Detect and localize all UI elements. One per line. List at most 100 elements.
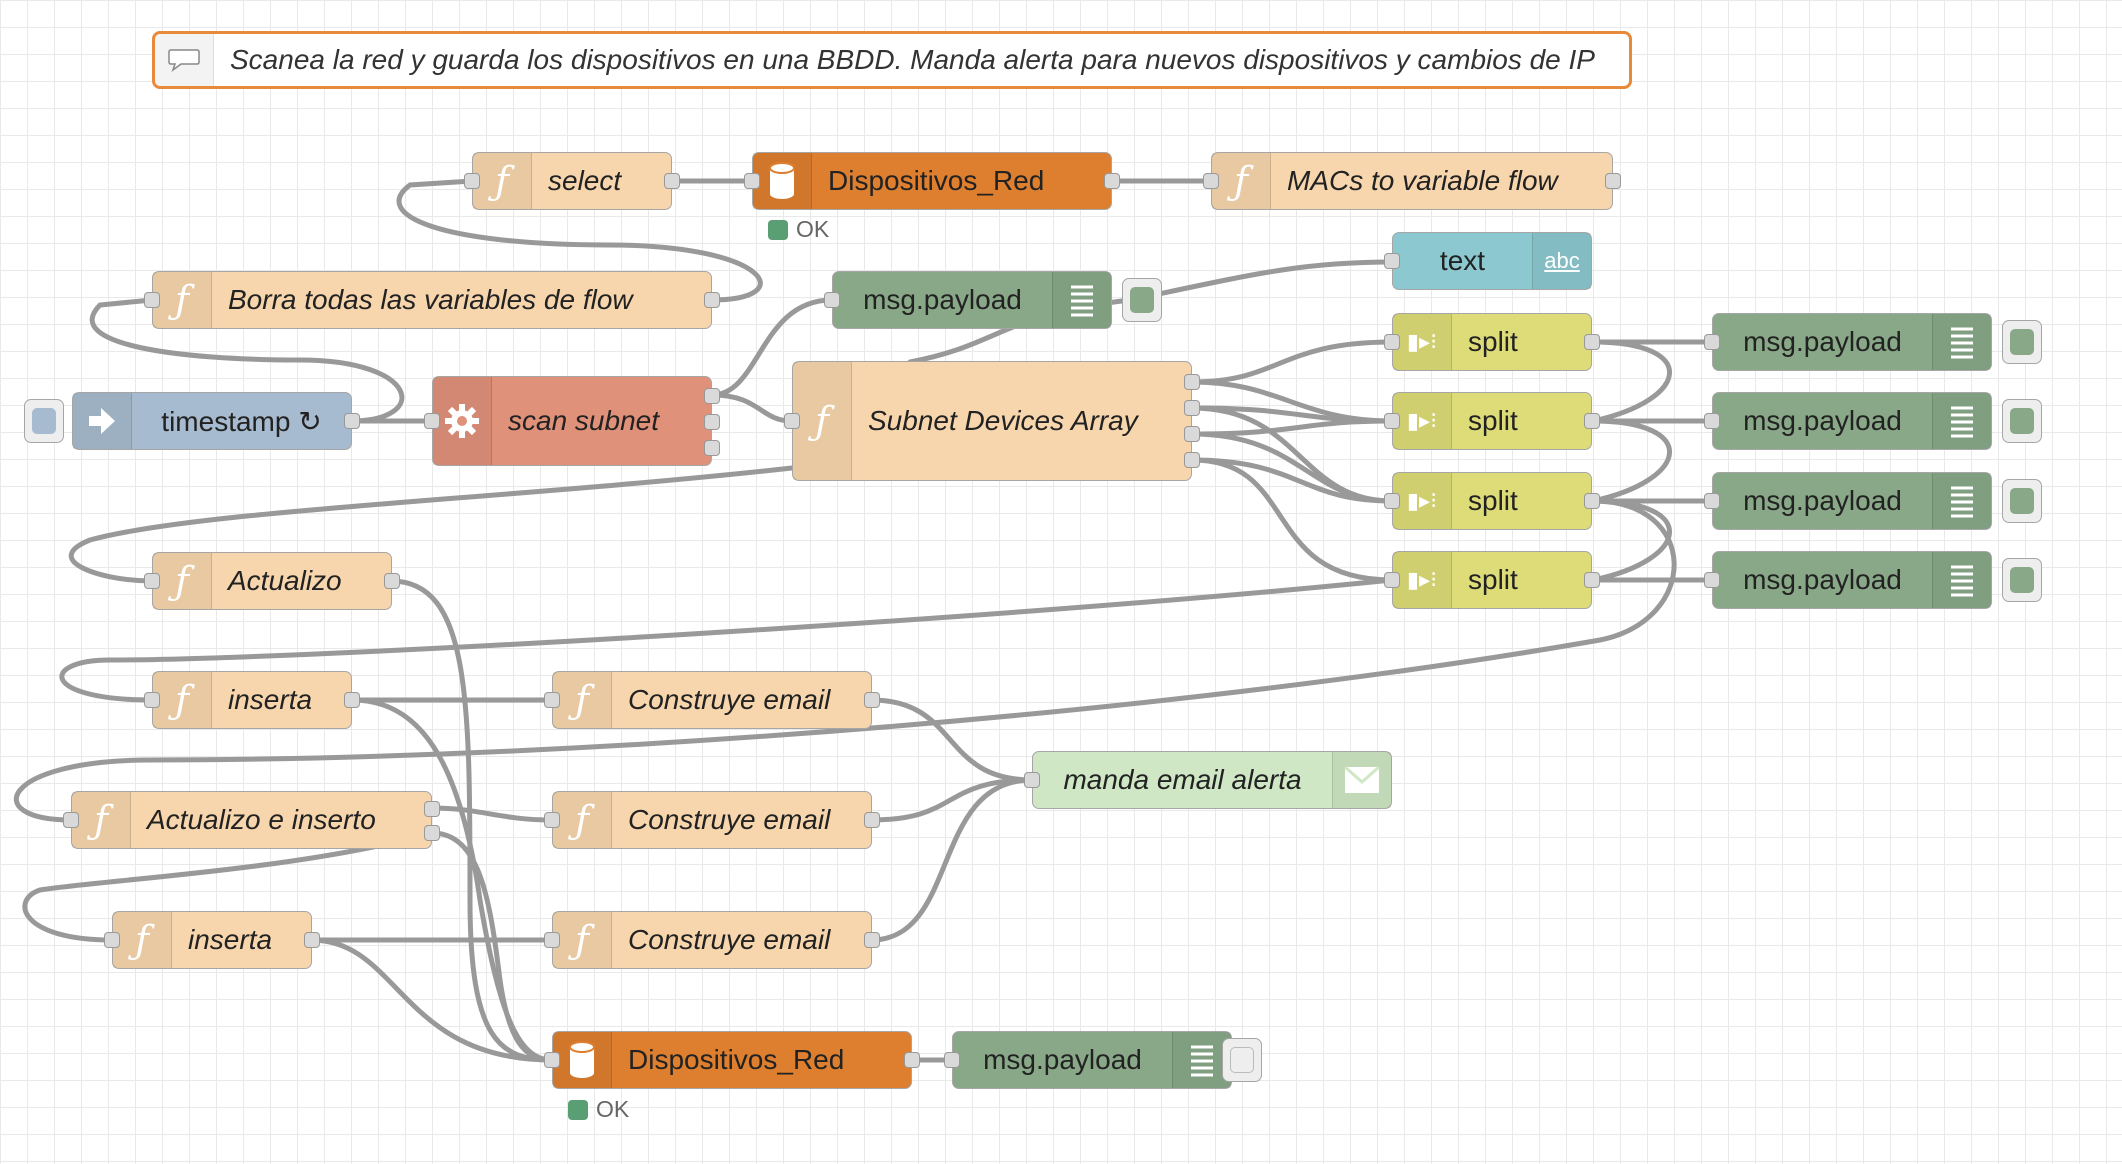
output-port[interactable] <box>1104 173 1120 189</box>
inject-node-timestamp[interactable]: timestamp ↻ <box>72 392 360 450</box>
debug-node-bottom[interactable]: msg.payload <box>944 1031 1232 1089</box>
function-node-construye-email-3[interactable]: ƒ Construye email <box>544 911 880 969</box>
debug-toggle-button[interactable] <box>2002 479 2042 523</box>
function-node-construye-email-1[interactable]: ƒ Construye email <box>544 671 880 729</box>
output-port[interactable] <box>864 812 880 828</box>
debug-node-split-3[interactable]: msg.payload <box>1704 472 1992 530</box>
output-port-2[interactable] <box>424 825 440 841</box>
input-port[interactable] <box>1384 413 1400 429</box>
input-port[interactable] <box>424 413 440 429</box>
database-node-bottom[interactable]: Dispositivos_Red <box>544 1031 920 1089</box>
node-label: inserta <box>188 924 273 955</box>
node-label: Actualizo <box>228 565 342 596</box>
input-port[interactable] <box>1704 572 1720 588</box>
debug-toggle-button[interactable] <box>2002 320 2042 364</box>
node-label: MACs to variable flow <box>1287 165 1558 196</box>
output-port-2[interactable] <box>1184 400 1200 416</box>
input-port[interactable] <box>544 932 560 948</box>
function-node-actualizo[interactable]: ƒ Actualizo <box>144 552 400 610</box>
output-port[interactable] <box>704 292 720 308</box>
input-port[interactable] <box>1384 253 1400 269</box>
output-port[interactable] <box>344 692 360 708</box>
input-port[interactable] <box>544 1052 560 1068</box>
split-node-3[interactable]: ▮▸⁝ split <box>1384 472 1600 530</box>
input-port[interactable] <box>824 292 840 308</box>
exec-node-scan-subnet[interactable]: scan subnet <box>424 376 720 466</box>
output-port-2[interactable] <box>704 414 720 430</box>
text-node[interactable]: text abc <box>1384 232 1592 290</box>
debug-node-split-2[interactable]: msg.payload <box>1704 392 1992 450</box>
output-port-3[interactable] <box>1184 426 1200 442</box>
database-node-top[interactable]: Dispositivos_Red <box>744 152 1120 210</box>
output-port[interactable] <box>344 413 360 429</box>
input-port[interactable] <box>1704 334 1720 350</box>
output-port-1[interactable] <box>704 388 720 404</box>
input-port[interactable] <box>1203 173 1219 189</box>
input-port[interactable] <box>1384 334 1400 350</box>
debug-toggle-button[interactable] <box>1222 1038 1262 1082</box>
function-node-inserta-2[interactable]: ƒ inserta <box>104 911 320 969</box>
output-port[interactable] <box>1605 173 1621 189</box>
node-label: Construye email <box>628 684 831 715</box>
output-port-4[interactable] <box>1184 452 1200 468</box>
function-node-actualizo-e-inserto[interactable]: ƒ Actualizo e inserto <box>63 791 440 849</box>
function-node-borra[interactable]: ƒ Borra todas las variables de flow <box>144 271 720 329</box>
input-port[interactable] <box>144 573 160 589</box>
output-port[interactable] <box>304 932 320 948</box>
input-port[interactable] <box>1704 413 1720 429</box>
status-dot <box>568 1099 588 1120</box>
function-node-select[interactable]: ƒ select <box>464 152 680 210</box>
input-port[interactable] <box>63 812 79 828</box>
output-port[interactable] <box>1584 413 1600 429</box>
split-node-4[interactable]: ▮▸⁝ split <box>1384 551 1600 609</box>
debug-node-top[interactable]: msg.payload <box>824 271 1112 329</box>
status-dot <box>768 219 788 240</box>
input-port[interactable] <box>464 173 480 189</box>
input-port[interactable] <box>784 413 800 429</box>
input-port[interactable] <box>1384 572 1400 588</box>
input-port[interactable] <box>104 932 120 948</box>
output-port[interactable] <box>904 1052 920 1068</box>
input-port[interactable] <box>144 292 160 308</box>
output-port[interactable] <box>1584 334 1600 350</box>
output-port[interactable] <box>864 692 880 708</box>
input-port[interactable] <box>544 692 560 708</box>
input-port[interactable] <box>144 692 160 708</box>
function-node-construye-email-2[interactable]: ƒ Construye email <box>544 791 880 849</box>
debug-toggle-button[interactable] <box>2002 558 2042 602</box>
input-port[interactable] <box>944 1052 960 1068</box>
output-port[interactable] <box>864 932 880 948</box>
input-port[interactable] <box>744 173 760 189</box>
node-label: Actualizo e inserto <box>147 804 376 835</box>
split-node-1[interactable]: ▮▸⁝ split <box>1384 313 1600 371</box>
debug-list-icon <box>1932 393 1991 449</box>
envelope-icon <box>1332 752 1391 808</box>
output-port-3[interactable] <box>704 440 720 456</box>
node-label: msg.payload <box>863 284 1022 315</box>
output-port[interactable] <box>1584 493 1600 509</box>
function-node-macs[interactable]: ƒ MACs to variable flow <box>1203 152 1621 210</box>
input-port[interactable] <box>544 812 560 828</box>
node-label: select <box>548 165 622 196</box>
debug-list-icon <box>1932 552 1991 608</box>
output-port[interactable] <box>384 573 400 589</box>
function-icon: ƒ <box>553 672 612 728</box>
debug-node-split-1[interactable]: msg.payload <box>1704 313 1992 371</box>
output-port-1[interactable] <box>424 801 440 817</box>
inject-trigger-button[interactable] <box>24 399 64 443</box>
input-port[interactable] <box>1024 772 1040 788</box>
input-port[interactable] <box>1384 493 1400 509</box>
output-port[interactable] <box>1584 572 1600 588</box>
debug-node-split-4[interactable]: msg.payload <box>1704 551 1992 609</box>
input-port[interactable] <box>1704 493 1720 509</box>
node-label: Construye email <box>628 924 831 955</box>
function-node-inserta-1[interactable]: ƒ inserta <box>144 671 360 729</box>
output-port[interactable] <box>664 173 680 189</box>
split-node-2[interactable]: ▮▸⁝ split <box>1384 392 1600 450</box>
function-node-subnet-devices-array[interactable]: ƒ Subnet Devices Array <box>784 361 1200 481</box>
email-node-manda-alerta[interactable]: manda email alerta <box>1024 751 1392 809</box>
flow-comment[interactable]: Scanea la red y guarda los dispositivos … <box>152 31 1632 89</box>
debug-toggle-button[interactable] <box>2002 399 2042 443</box>
output-port-1[interactable] <box>1184 374 1200 390</box>
debug-toggle-button[interactable] <box>1122 278 1162 322</box>
